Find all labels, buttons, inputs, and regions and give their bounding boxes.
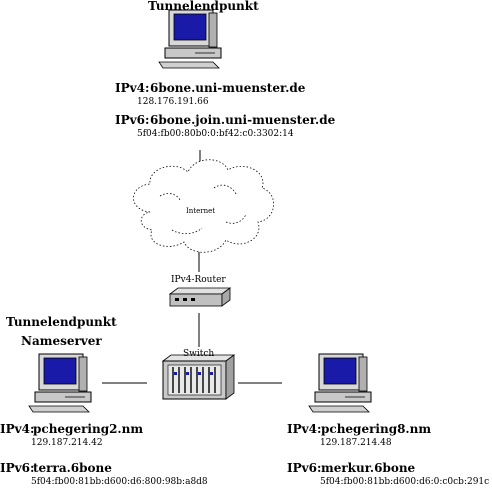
computer-icon: [308, 353, 372, 413]
top-ipv6-addr: 5f04:fb00:80b0:0:bf42:c0:3302:14: [137, 129, 294, 139]
top-ipv6-label: IPv6:: [115, 113, 150, 127]
router-icon: [168, 287, 232, 307]
router-label: IPv4-Router: [171, 275, 226, 285]
top-ipv6-name: 6bone.join.uni-muenster.de: [150, 113, 336, 127]
left-endpoint-title: Tunnelendpunkt: [6, 315, 117, 329]
left-ipv4-label: IPv4:: [0, 422, 35, 436]
internet-label: Internet: [186, 207, 216, 215]
top-ipv4-name: 6bone.uni-muenster.de: [150, 81, 306, 95]
cloud-icon: [133, 159, 274, 253]
right-ipv6-addr: 5f04:fb00:81bb:d600:d6:0:c0cb:291c: [320, 477, 490, 487]
left-endpoint-subtitle: Nameserver: [21, 334, 102, 348]
left-ipv4-name: pchegering2.nm: [33, 422, 144, 436]
left-ipv4-addr: 129.187.214.42: [31, 438, 103, 448]
top-endpoint-title: Tunnelendpunkt: [148, 0, 259, 13]
right-ipv4-addr: 129.187.214.48: [320, 438, 392, 448]
switch-icon: [161, 354, 236, 400]
right-ipv4-name: pchegering8.nm: [321, 422, 432, 436]
computer-icon: [28, 353, 92, 413]
switch-label: Switch: [183, 349, 215, 359]
left-ipv6-label: IPv6:: [0, 461, 35, 475]
right-ipv4-label: IPv4:: [287, 422, 322, 436]
right-ipv6-label: IPv6:: [287, 461, 322, 475]
left-ipv6-addr: 5f04:fb00:81bb:d600:d6:800:98b:a8d8: [31, 477, 208, 487]
top-ipv4-label: IPv4:: [115, 81, 150, 95]
right-ipv6-name: merkur.6bone: [321, 461, 416, 475]
computer-icon: [158, 9, 222, 69]
left-ipv6-name: terra.6bone: [33, 461, 112, 475]
top-ipv4-addr: 128.176.191.66: [137, 97, 209, 107]
